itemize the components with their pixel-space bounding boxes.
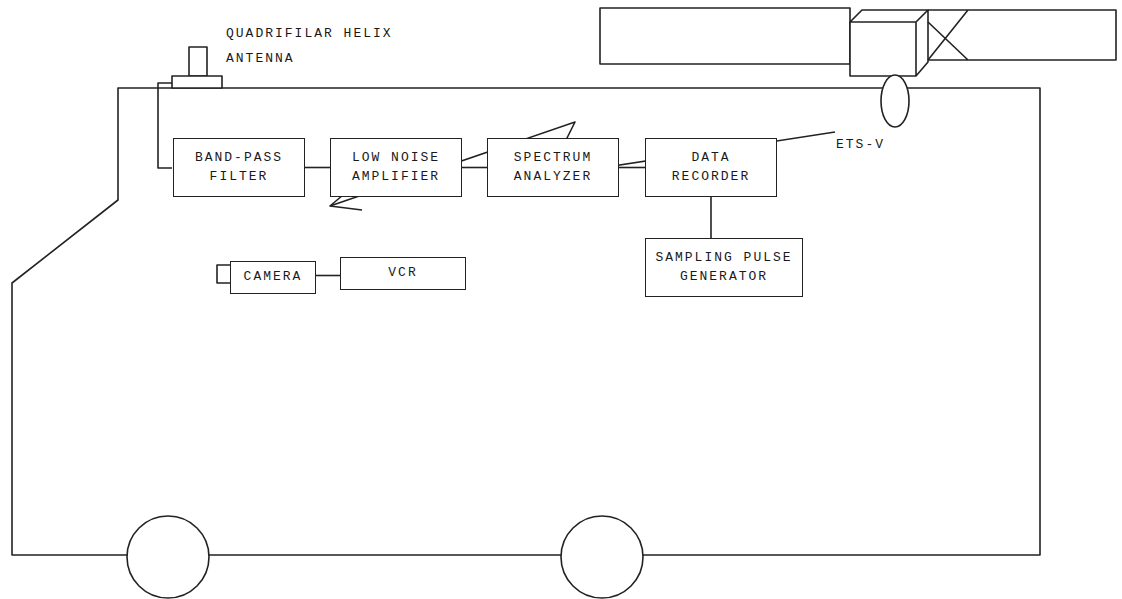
box-label: SAMPLING PULSE GENERATOR xyxy=(654,249,794,287)
antenna-cable xyxy=(158,83,172,168)
satellite-label: ETS-V xyxy=(836,133,986,158)
solar-panel-left xyxy=(600,8,850,64)
box-label: BAND-PASS FILTER xyxy=(182,149,296,187)
antenna-label: QUADRIFILAR HELIX ANTENNA xyxy=(226,22,426,71)
rear-wheel xyxy=(561,516,643,598)
antenna-base xyxy=(172,76,222,88)
connector xyxy=(316,275,340,277)
process-box: BAND-PASS FILTER xyxy=(173,138,305,197)
connector xyxy=(305,167,330,169)
satellite-body xyxy=(850,10,928,76)
process-box: VCR xyxy=(340,257,466,290)
downlink-arrow xyxy=(330,122,835,206)
process-box: DATA RECORDER xyxy=(645,138,777,197)
satellite-dish xyxy=(881,75,909,127)
box-label: CAMERA xyxy=(244,268,303,287)
box-label: VCR xyxy=(388,264,417,283)
process-box: SPECTRUM ANALYZER xyxy=(487,138,619,197)
antenna-element xyxy=(189,47,207,76)
box-label: LOW NOISE AMPLIFIER xyxy=(339,149,453,187)
solar-panel-right xyxy=(928,10,1116,60)
front-wheel xyxy=(127,516,209,598)
connector xyxy=(462,167,487,169)
box-label: DATA RECORDER xyxy=(654,149,768,187)
box-label: SPECTRUM ANALYZER xyxy=(496,149,610,187)
camera-box: CAMERA xyxy=(230,261,316,294)
process-box: LOW NOISE AMPLIFIER xyxy=(330,138,462,197)
connector xyxy=(619,167,645,169)
process-box: SAMPLING PULSE GENERATOR xyxy=(645,238,803,297)
camera-lens xyxy=(217,265,230,283)
connector xyxy=(710,197,712,238)
van-outline xyxy=(12,88,1040,555)
